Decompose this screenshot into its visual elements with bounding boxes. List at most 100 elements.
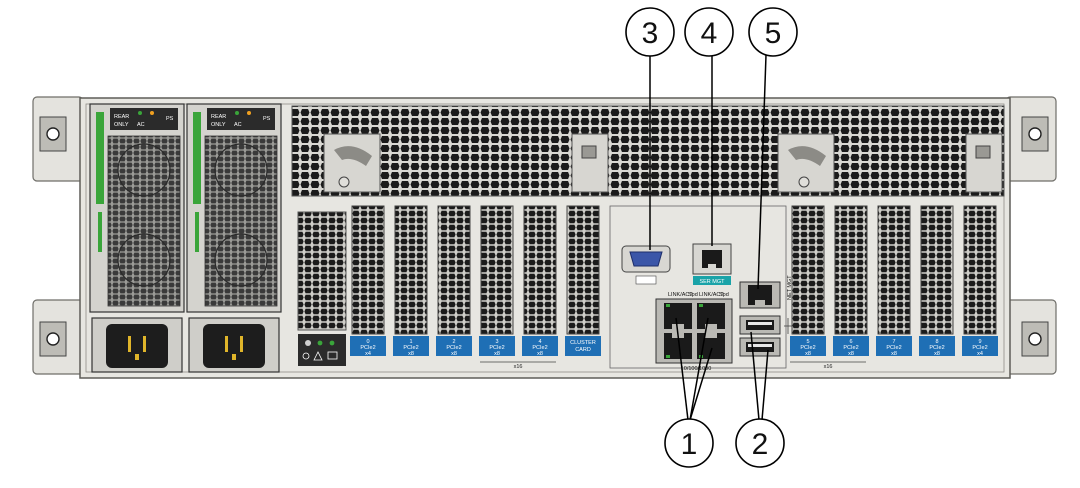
pcie-slot-width: x8 xyxy=(451,351,457,357)
ok-led-icon xyxy=(317,340,323,346)
psu-only-label: ONLY xyxy=(211,122,226,128)
power-supply-2: REAR ONLY AC PS xyxy=(186,103,282,313)
pcie-slot-number: 2 xyxy=(452,339,455,345)
rack-screw-icon xyxy=(46,127,60,141)
ser-mgt-port[interactable]: SER MGT xyxy=(692,243,732,285)
ac-inlet-2[interactable] xyxy=(188,317,280,373)
pcie-slot-type: PCIe2 xyxy=(403,345,418,351)
network-ports-block: LINK/ACT Spd LINK/ACT Spd 10/100/1000 xyxy=(655,292,733,372)
psu-ac-label: AC xyxy=(234,122,242,128)
callout-leader-1a xyxy=(675,317,689,421)
ok-led-icon xyxy=(329,340,335,346)
usb-port-0[interactable] xyxy=(739,315,781,335)
handle-bracket-right xyxy=(965,133,1003,193)
cluster-card-label-line2: CARD xyxy=(575,347,591,353)
right-handle[interactable] xyxy=(777,133,835,193)
net-mgt-port[interactable]: NET MGT xyxy=(739,275,793,309)
system-status-panel xyxy=(298,334,346,366)
vga-port[interactable] xyxy=(621,245,671,285)
usb-port-1[interactable] xyxy=(739,337,781,357)
callout-4-number: 4 xyxy=(701,17,718,50)
pcie-slot-type: PCIe2 xyxy=(532,345,547,351)
pcie-slot-number: 0 xyxy=(366,339,369,345)
usb-icon xyxy=(784,318,792,334)
pcie-slot-width: x8 xyxy=(848,351,854,357)
psu-fan-grille xyxy=(204,135,278,307)
callout-3: 3 xyxy=(625,7,675,57)
pcie-slot-type: PCIe2 xyxy=(489,345,504,351)
callout-leader-2b xyxy=(761,349,769,421)
callout-1-number: 1 xyxy=(681,428,698,461)
psu-fan-grille xyxy=(107,135,181,307)
pcie-slot-number: 7 xyxy=(892,339,895,345)
pcie-slot-width: x4 xyxy=(365,351,371,357)
pcie-slot-width: x8 xyxy=(891,351,897,357)
ok-led-icon xyxy=(138,111,142,115)
pcie-slot-number: 6 xyxy=(849,339,852,345)
top-vent-grille xyxy=(291,105,1005,197)
ser-mgt-label: SER MGT xyxy=(699,279,725,285)
psu-ps-label: PS xyxy=(166,116,174,122)
left-handle[interactable] xyxy=(323,133,381,193)
pcie-slot-number: 3 xyxy=(495,339,498,345)
callout-leader-5 xyxy=(757,54,767,290)
pcie-slot-number: 1 xyxy=(409,339,412,345)
psu-ac-label: AC xyxy=(137,122,145,128)
cluster-card-slot[interactable]: CLUSTER CARD xyxy=(565,205,601,356)
power-supply-1: REAR ONLY AC PS xyxy=(89,103,185,313)
pcie-slot-width: x8 xyxy=(537,351,543,357)
pcie-slot-type: PCIe2 xyxy=(446,345,461,351)
ac-inlet-1[interactable] xyxy=(91,317,183,373)
service-icon xyxy=(302,352,310,360)
handle-bracket-center xyxy=(571,133,609,193)
pcie-slot-width: x8 xyxy=(934,351,940,357)
pcie-slot-number: 8 xyxy=(935,339,938,345)
fault-led-icon xyxy=(150,111,154,115)
pcie-slot-type: PCIe2 xyxy=(929,345,944,351)
callout-2-number: 2 xyxy=(752,428,769,461)
fan-icon xyxy=(117,143,171,197)
fan-icon xyxy=(117,233,171,287)
net-mgt-label: NET MGT xyxy=(787,275,793,300)
release-latch-green[interactable] xyxy=(193,112,201,204)
locator-led-icon[interactable] xyxy=(305,340,311,346)
psu-rear-label: REAR xyxy=(211,114,226,120)
psu-only-label: ONLY xyxy=(114,122,129,128)
psu-rear-label: REAR xyxy=(114,114,129,120)
network-speed-label: 10/100/1000 xyxy=(681,366,712,372)
pcie-slot-number: 4 xyxy=(538,339,541,345)
rack-screw-icon xyxy=(1028,332,1042,346)
pcie-slot-type: PCIe2 xyxy=(360,345,375,351)
net-port-1[interactable] xyxy=(697,303,725,329)
callout-5-number: 5 xyxy=(765,17,782,50)
callout-leader-1c xyxy=(689,347,713,421)
left-rack-ear xyxy=(32,96,84,375)
release-latch-green[interactable] xyxy=(96,112,104,204)
callout-leader-2a xyxy=(750,331,760,421)
link-act-label: LINK/ACT xyxy=(699,292,724,298)
pcie-slot-width: x8 xyxy=(408,351,414,357)
callout-3-number: 3 xyxy=(642,17,659,50)
fan-icon xyxy=(214,143,268,197)
psu-ps-label: PS xyxy=(263,116,271,122)
side-vent-grille xyxy=(297,211,347,331)
speed-label: Spd xyxy=(719,292,729,298)
callout-1: 1 xyxy=(664,418,714,468)
pcie-slot-type: PCIe2 xyxy=(972,345,987,351)
net-port-0[interactable] xyxy=(664,303,692,329)
rack-screw-icon xyxy=(46,332,60,346)
pcie-slot-type: PCIe2 xyxy=(843,345,858,351)
right-rack-ear xyxy=(1005,96,1057,375)
